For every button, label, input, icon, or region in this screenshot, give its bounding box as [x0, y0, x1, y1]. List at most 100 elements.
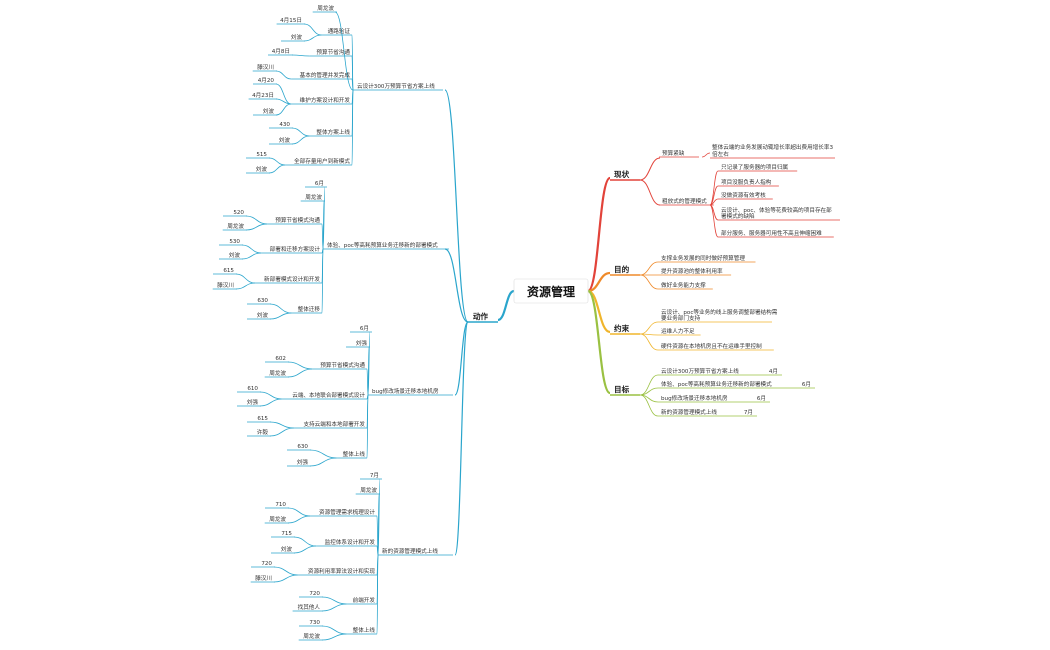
node-mudi-2[interactable]: 做好业务能力支撑	[661, 281, 706, 289]
group-2-owner[interactable]: 6月	[360, 325, 369, 332]
task-1-4[interactable]: 整体迁移	[298, 305, 321, 313]
branch-mubiao-title[interactable]: 目标	[614, 384, 630, 394]
node-mubiao-1[interactable]: 体验、poc等高耗预算业务迁移新的部署模式	[661, 380, 772, 388]
task-2-1-date[interactable]: 602	[275, 356, 286, 362]
group-1-owner[interactable]: 6月	[315, 180, 324, 187]
task-0-4-date[interactable]: 4月23日	[252, 92, 274, 99]
task-0-0-date[interactable]: 4月15日	[280, 17, 302, 24]
node-cufang-2[interactable]: 没做资源有效考核	[721, 191, 766, 199]
task-3-5-date[interactable]: 730	[309, 620, 320, 626]
task-3-5-person[interactable]: 周龙波	[303, 632, 320, 640]
task-0-6-date[interactable]: 515	[256, 152, 267, 158]
task-2-1[interactable]: 预算节省模式沟通	[320, 361, 365, 369]
task-3-3-date[interactable]: 720	[261, 561, 272, 567]
task-1-3-date[interactable]: 615	[223, 268, 234, 274]
task-3-4[interactable]: 前端开发	[353, 596, 376, 604]
connector	[321, 625, 347, 635]
task-3-2[interactable]: 监控体系设计和开发	[325, 538, 376, 546]
branch-dongzuo-title[interactable]: 动作	[473, 311, 489, 321]
root-node[interactable]: 资源管理	[513, 278, 589, 304]
task-0-4-person[interactable]: 刘波	[263, 107, 275, 115]
task-0-6-person[interactable]: 刘波	[256, 165, 268, 173]
task-3-0-person[interactable]: 周龙波	[360, 486, 377, 494]
task-0-0[interactable]: 通路验证	[328, 27, 351, 35]
task-1-3[interactable]: 新部署模式设计和开发	[264, 275, 320, 283]
node-cufang-0[interactable]: 只记录了服务器的项目归属	[721, 163, 789, 171]
node-mudi-0-label: 支撑业务发展的同时做好预算管理	[661, 254, 745, 262]
task-0-3-date[interactable]: 4月20	[258, 77, 275, 84]
node-cufang-4[interactable]: 部分服务、服务器可用性不高且伸缩困难	[721, 229, 822, 237]
task-3-1-person[interactable]: 周龙波	[269, 515, 286, 523]
group-3[interactable]: 新的资源管理模式上线	[382, 547, 438, 555]
task-2-1-person[interactable]: 周龙波	[269, 369, 286, 377]
task-1-1-person[interactable]: 周龙波	[227, 222, 244, 230]
task-2-2-date[interactable]: 610	[247, 386, 258, 392]
group-3-owner[interactable]: 7月	[370, 472, 379, 479]
node-mubiao-2[interactable]: bug修改场景迁移本地机房	[661, 394, 728, 402]
node-yueshu-0[interactable]: 云设计、poc等业务的线上服务调整部署结构需	[661, 308, 778, 316]
task-2-2[interactable]: 云端、本地联合部署模式设计	[292, 391, 365, 399]
task-3-2-date[interactable]: 715	[281, 531, 292, 537]
task-2-2-person[interactable]: 刘强	[247, 398, 259, 406]
task-0-0-person[interactable]: 刘波	[291, 33, 303, 41]
task-2-3-date[interactable]: 615	[257, 416, 268, 422]
task-3-4-person[interactable]: 找其他人	[298, 603, 321, 611]
task-3-5[interactable]: 整体上线	[353, 626, 376, 634]
task-2-3-date-label: 615	[257, 416, 268, 422]
task-2-3-person-label: 许毅	[257, 428, 269, 436]
node-cufang-mode[interactable]: 粗放式的管理模式	[662, 197, 707, 205]
node-mubiao-3[interactable]: 新的资源管理模式上线	[661, 408, 717, 416]
task-1-3-date-label: 615	[223, 268, 234, 274]
node-growth-rate[interactable]: 整体云端的业务发展动辄增长率超出费用增长率3	[712, 143, 833, 151]
branch-xianzhuang-title[interactable]: 现状	[614, 169, 630, 179]
task-2-3-person[interactable]: 许毅	[257, 428, 269, 436]
task-0-1-date[interactable]: 4月8日	[272, 48, 290, 55]
task-0-5-date[interactable]: 430	[279, 122, 290, 128]
node-mudi-1[interactable]: 提升资源池的整体利用率	[661, 267, 723, 275]
task-2-0-person[interactable]: 刘强	[356, 339, 368, 347]
node-mudi-0[interactable]: 支撑业务发展的同时做好预算管理	[661, 254, 745, 262]
task-1-4-person[interactable]: 刘波	[257, 311, 269, 319]
task-3-4-date[interactable]: 720	[309, 591, 320, 597]
task-0-3[interactable]: 维护方案设计和开发	[300, 96, 351, 104]
node-yusuan-jinque[interactable]: 预算紧缺	[662, 149, 685, 157]
task-1-0-person[interactable]: 周龙波	[305, 193, 322, 201]
task-3-2-person[interactable]: 刘波	[281, 545, 293, 553]
task-1-4-date[interactable]: 630	[257, 298, 268, 304]
branch-mudi-title[interactable]: 目的	[614, 264, 630, 274]
task-0-6-person-label: 刘波	[256, 165, 268, 173]
task-3-1-date[interactable]: 710	[275, 502, 286, 508]
group-2[interactable]: bug修改场景迁移本地机房	[372, 387, 439, 395]
task-1-1[interactable]: 预算节省模式沟通	[275, 216, 320, 224]
group-1[interactable]: 体验、poc等高耗预算业务迁移新的部署模式	[327, 241, 438, 249]
task-2-4-date[interactable]: 630	[297, 444, 308, 450]
task-0-5-person[interactable]: 刘波	[279, 136, 291, 144]
task-1-2[interactable]: 部署和迁移方案设计	[270, 245, 321, 253]
group-0-owner[interactable]: 周龙波	[317, 4, 334, 12]
connector	[639, 321, 659, 335]
branch-yueshu-title[interactable]: 约束	[614, 323, 630, 333]
task-0-5[interactable]: 整体方案上线	[316, 128, 350, 136]
task-0-2[interactable]: 基本的管理并发完成	[300, 71, 351, 79]
task-3-1[interactable]: 资源管理需求梳理设计	[319, 508, 375, 516]
task-0-1[interactable]: 预算节省沟通	[316, 48, 350, 56]
node-cufang-1[interactable]: 项目没服负责人指构	[721, 178, 772, 186]
connector	[273, 574, 298, 583]
group-0[interactable]: 云设计300万预算节省方案上线	[357, 82, 435, 90]
task-2-4-person[interactable]: 刘强	[297, 458, 309, 466]
task-2-3[interactable]: 支持云端和本地部署开发	[303, 420, 365, 428]
task-0-6[interactable]: 全部存量用户到新模式	[294, 157, 350, 165]
task-1-2-date[interactable]: 530	[229, 239, 240, 245]
task-1-1-date[interactable]: 520	[233, 210, 244, 216]
node-poc-defect[interactable]: 云设计、poc、体验等花费较高的项目存在部	[721, 206, 832, 214]
node-yueshu-1[interactable]: 运维人力不足	[661, 327, 695, 335]
node-mubiao-0[interactable]: 云设计300万预算节省方案上线	[661, 367, 739, 375]
task-0-1-date-label: 4月8日	[272, 48, 290, 55]
task-3-3-person[interactable]: 滕汉川	[255, 574, 272, 582]
node-yueshu-2[interactable]: 硬件资源在本地机房且不在运维手里控制	[661, 342, 762, 350]
task-3-3[interactable]: 资源利用率算法设计和实现	[308, 567, 376, 575]
task-1-2-person[interactable]: 刘波	[229, 251, 241, 259]
task-0-2-person[interactable]: 滕汉川	[257, 63, 274, 71]
task-2-4[interactable]: 整体上线	[343, 450, 366, 458]
task-1-3-person[interactable]: 滕汉川	[217, 281, 234, 289]
